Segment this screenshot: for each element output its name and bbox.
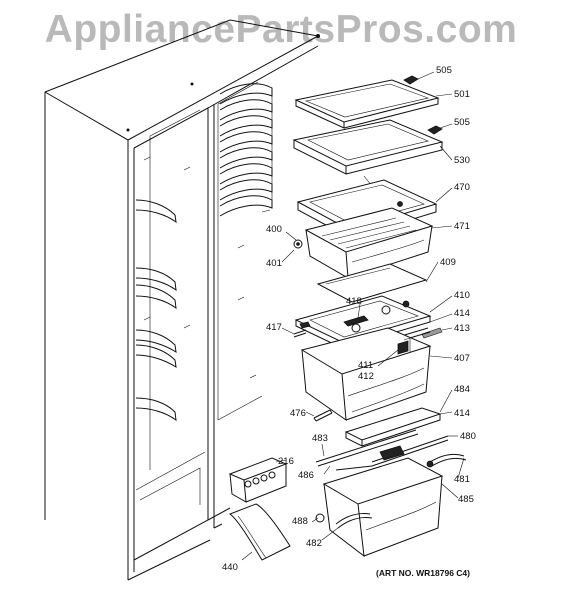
label-417: 417 — [266, 322, 282, 333]
label-401: 401 — [266, 258, 282, 269]
label-440: 440 — [222, 562, 238, 573]
label-409: 409 — [440, 257, 456, 268]
label-488: 488 — [292, 516, 308, 527]
part-501-shelf — [294, 79, 440, 129]
part-number-labels: 505 501 505 530 470 400 471 401 409 410 … — [222, 65, 476, 573]
label-470: 470 — [454, 182, 470, 193]
refrigerator-cabinet — [44, 19, 320, 581]
label-414-upper: 414 — [454, 308, 470, 319]
label-216: 216 — [278, 456, 294, 467]
label-501: 501 — [454, 89, 470, 100]
part-470-frame — [296, 179, 438, 239]
label-484: 484 — [454, 384, 470, 395]
label-481: 481 — [454, 474, 470, 485]
part-482-handle — [335, 513, 373, 529]
label-476: 476 — [290, 408, 306, 419]
part-505-end-cap-top — [403, 75, 419, 85]
part-530-shelf — [292, 119, 444, 187]
label-530: 530 — [454, 155, 470, 166]
part-488-cap — [315, 513, 325, 523]
part-485-pan — [322, 457, 444, 558]
part-505-end-cap-lower — [427, 125, 443, 135]
art-number: (ART NO. WR18796 C4) — [376, 568, 470, 578]
label-471: 471 — [454, 221, 470, 232]
leader-lines — [241, 71, 465, 561]
part-216-egg-tray — [228, 457, 288, 503]
label-414-lower: 414 — [454, 408, 470, 419]
part-409-glass — [316, 263, 428, 303]
label-418: 418 — [346, 296, 362, 307]
part-476-rod — [313, 409, 333, 422]
part-471-pan — [304, 207, 434, 279]
label-410: 410 — [454, 290, 470, 301]
label-485: 485 — [458, 494, 474, 505]
label-505-lower: 505 — [454, 117, 470, 128]
label-413: 413 — [454, 323, 470, 334]
part-484-cover — [344, 407, 442, 447]
label-412: 412 — [358, 371, 374, 382]
part-407-pan — [300, 327, 432, 422]
label-505-top: 505 — [436, 65, 452, 76]
label-480: 480 — [460, 431, 476, 442]
part-440-cover — [228, 503, 291, 561]
part-417-rod — [293, 329, 307, 338]
label-483: 483 — [312, 433, 328, 444]
part-481-handle — [426, 453, 467, 468]
label-411: 411 — [358, 360, 373, 371]
label-486: 486 — [298, 470, 314, 481]
part-400-401-control — [293, 239, 303, 249]
label-482: 482 — [306, 538, 322, 549]
label-407: 407 — [454, 353, 470, 364]
label-400: 400 — [266, 224, 282, 235]
